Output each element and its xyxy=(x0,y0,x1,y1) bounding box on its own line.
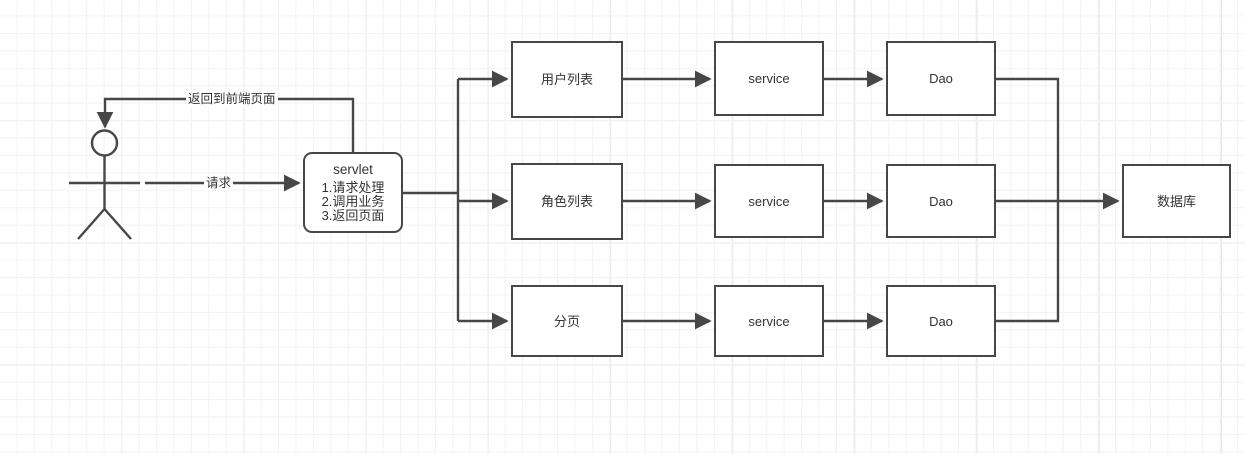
servlet-title: servlet xyxy=(333,162,373,178)
node-service-1[interactable]: service xyxy=(714,41,824,116)
edge-return xyxy=(96,97,355,152)
edge-dao3-to-bus xyxy=(996,201,1060,323)
servlet-step-1: 1.请求处理 xyxy=(321,179,385,195)
node-pagination[interactable]: 分页 xyxy=(511,285,623,357)
actor-head-icon xyxy=(90,129,119,157)
edge-label-return: 返回到前端页面 xyxy=(186,92,278,107)
actor-leg-left xyxy=(77,208,106,240)
node-dao-1[interactable]: Dao xyxy=(886,41,996,116)
servlet-step-3: 3.返回页面 xyxy=(321,207,385,223)
node-user-list[interactable]: 用户列表 xyxy=(511,41,623,118)
servlet-step-2: 2.调用业务 xyxy=(321,193,385,209)
node-role-list[interactable]: 角色列表 xyxy=(511,163,623,240)
node-database[interactable]: 数据库 xyxy=(1122,164,1231,238)
node-dao-2[interactable]: Dao xyxy=(886,164,996,238)
node-dao-3[interactable]: Dao xyxy=(886,285,996,357)
node-service-3[interactable]: service xyxy=(714,285,824,357)
node-servlet[interactable]: servlet 1.请求处理 2.调用业务 3.返回页面 xyxy=(303,152,403,233)
edge-label-request: 请求 xyxy=(204,176,234,191)
actor-leg-right xyxy=(103,208,132,240)
node-service-2[interactable]: service xyxy=(714,164,824,238)
edge-dao1-to-bus xyxy=(996,77,1060,201)
